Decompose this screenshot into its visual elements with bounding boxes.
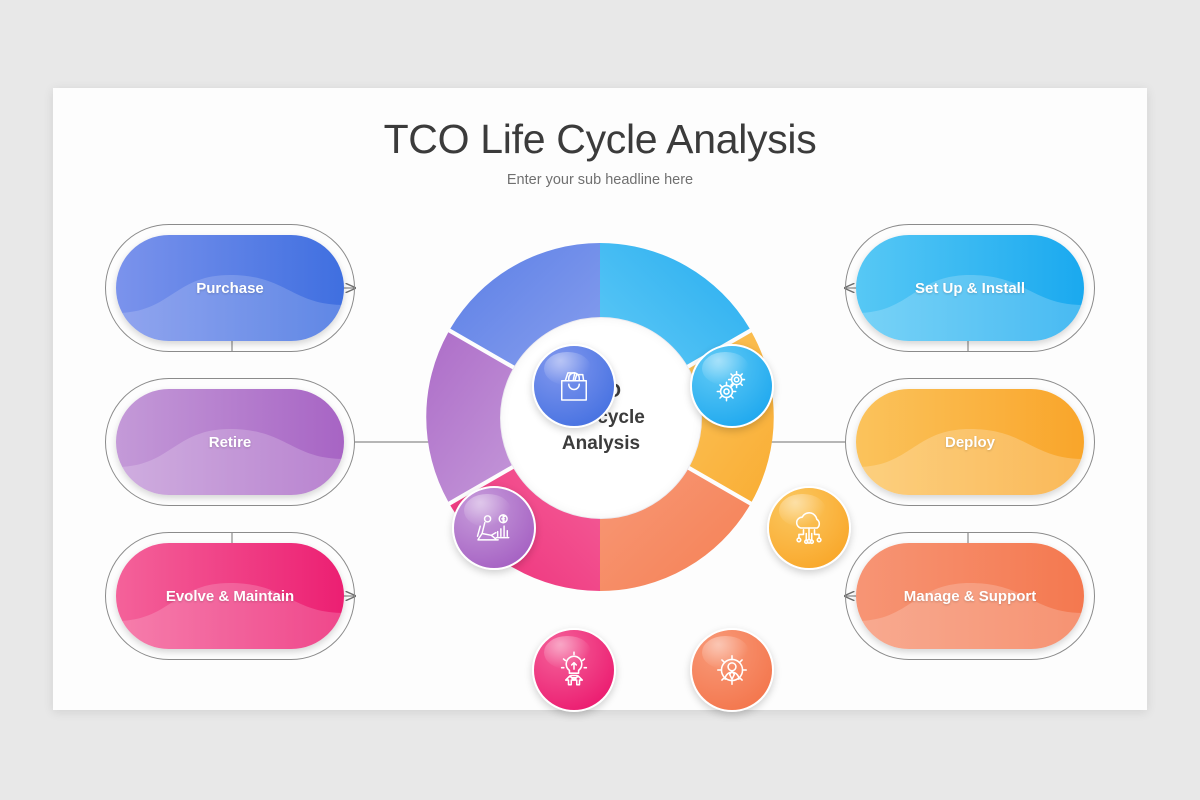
hub-line-3: Analysis: [561, 433, 641, 455]
page-title: TCO Life Cycle Analysis: [383, 116, 817, 162]
pill-outline: [105, 532, 355, 660]
shopping-bag-icon: [561, 372, 587, 401]
retirement-chair-icon: [476, 514, 510, 541]
icon-bubble-retire[interactable]: [452, 486, 536, 570]
pill-body: [116, 235, 344, 341]
pill-body: [116, 543, 344, 649]
stage-pill-purchase[interactable]: Purchase: [105, 224, 355, 352]
pill-wave-decoration: [116, 543, 344, 649]
stage-pill-evolve-maintain[interactable]: Evolve & Maintain: [105, 532, 355, 660]
icon-bubble-purchase[interactable]: [532, 344, 616, 428]
lifecycle-wheel: TCO Life-cycle Analysis: [424, 241, 851, 712]
pill-outline: [105, 224, 355, 352]
stage-pill-retire[interactable]: Retire: [105, 378, 355, 506]
icon-bubble-manage-support[interactable]: [690, 628, 774, 712]
pill-body: [856, 389, 1084, 495]
pill-body: [856, 235, 1084, 341]
pill-body: [856, 543, 1084, 649]
stage-pill-set-up-install[interactable]: Set Up & Install: [845, 224, 1095, 352]
slide-canvas: TCO Life Cycle Analysis Enter your sub h…: [53, 88, 1147, 712]
stage-pill-deploy[interactable]: Deploy: [845, 378, 1095, 506]
pill-outline: [845, 532, 1095, 660]
pill-wave-decoration: [116, 235, 344, 341]
stage-pill-manage-support[interactable]: Manage & Support: [845, 532, 1095, 660]
pill-wave-decoration: [856, 389, 1084, 495]
icon-bubble-set-up-install[interactable]: [690, 344, 774, 428]
icon-bubble-deploy[interactable]: [767, 486, 851, 570]
gears-icon: [716, 370, 746, 402]
pill-wave-decoration: [116, 389, 344, 495]
icon-bubble-evolve-maintain[interactable]: [532, 628, 616, 712]
pill-outline: [845, 224, 1095, 352]
person-gear-icon: [717, 655, 747, 685]
pill-wave-decoration: [856, 543, 1084, 649]
pill-body: [116, 389, 344, 495]
page-subtitle: Enter your sub headline here: [506, 172, 694, 188]
cloud-network-icon: [795, 512, 822, 545]
pill-outline: [845, 378, 1095, 506]
lightbulb-arrows-icon: [560, 651, 588, 686]
pill-outline: [105, 378, 355, 506]
pill-wave-decoration: [856, 235, 1084, 341]
